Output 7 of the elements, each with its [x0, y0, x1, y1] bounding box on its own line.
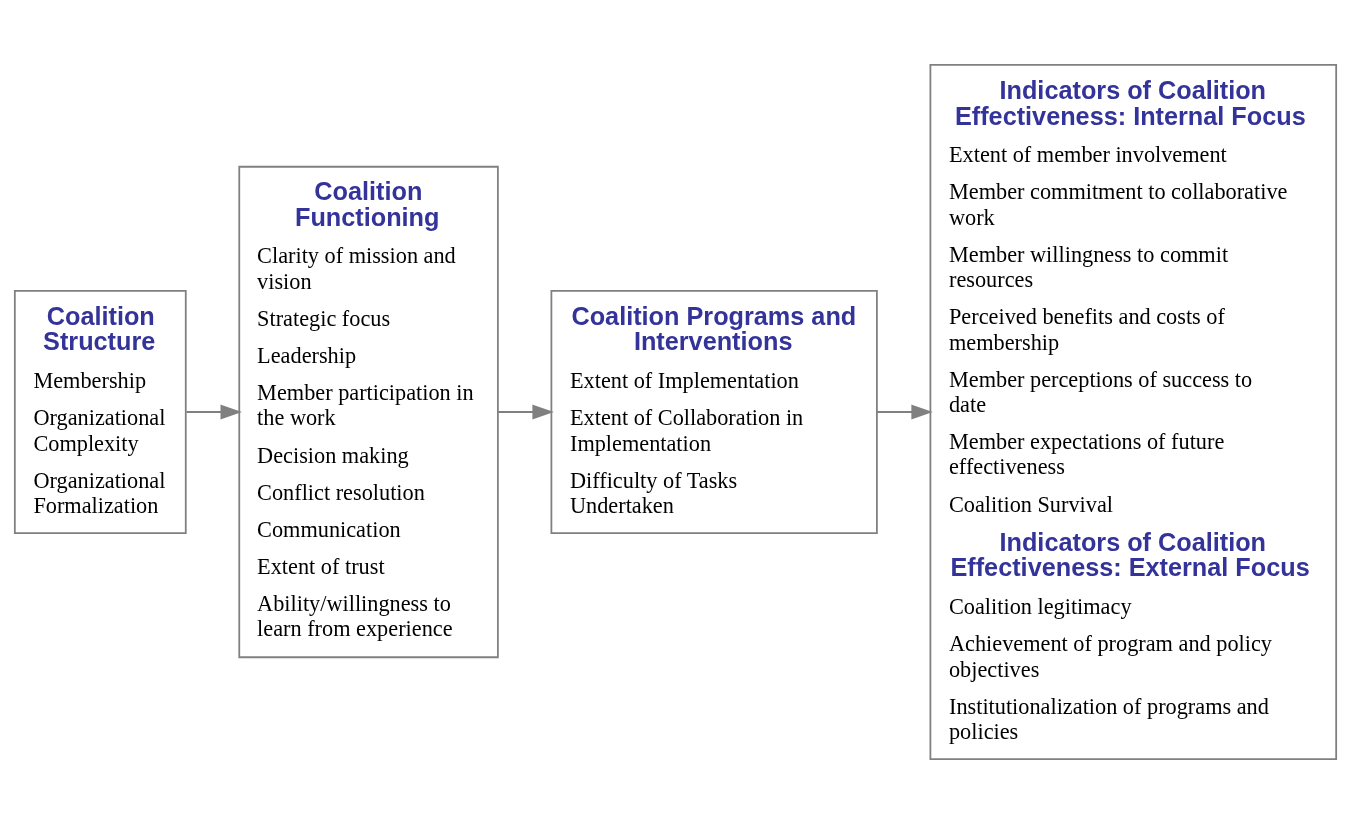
node-box: Indicators of Coalition Effectiveness: Internal Focus Extent of member involvement Member commitment to collaborative work Member willingness to commit resources Perceived benefits and costs of membership Member perceptions of success to date Member expectations of future effectiveness Coalition Survival Indicators of Coalition Effectiveness: External Focus Coalition legitimacy Achievement of program and policy objectives Institutionalization of programs and policies	[929, 63, 1338, 760]
arrow	[876, 404, 933, 419]
arrow	[497, 404, 554, 419]
node-box: Coalition Programs and Interventions Extent of Implementation Extent of Collaboration in Implementation Difficulty of Tasks Undertaken	[550, 289, 878, 534]
node-box: Coalition Structure Membership Organizational Complexity Organizational Formalization	[13, 289, 187, 534]
arrow	[185, 404, 242, 419]
node-box: Coalition Functioning Clarity of mission and vision Strategic focus Leadership Member participation in the work Decision making Conflict resolution Communication Extent of trust Ability/willingness to learn from experience	[238, 165, 499, 658]
